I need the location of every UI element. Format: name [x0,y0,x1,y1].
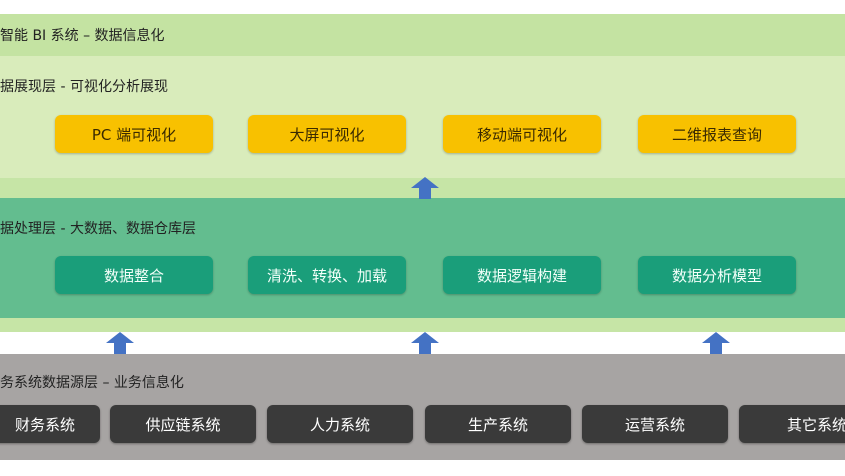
supply-chain-system-box: 供应链系统 [110,405,256,443]
source-layer-title: 务系统数据源层 – 业务信息化 [0,375,184,391]
up-arrow-icon [411,177,439,199]
source-layer: 务系统数据源层 – 业务信息化 财务系统 供应链系统 人力系统 生产系统 运营系… [0,354,845,460]
big-screen-visualization-box: 大屏可视化 [248,115,406,153]
up-arrow-icon [411,332,439,354]
data-logic-build-box: 数据逻辑构建 [443,256,601,294]
operations-system-box: 运营系统 [582,405,728,443]
report-query-box: 二维报表查询 [638,115,796,153]
data-integration-box: 数据整合 [55,256,213,294]
top-band-title: 智能 BI 系统 – 数据信息化 [0,28,165,44]
other-systems-box: 其它系统 [739,405,845,443]
etl-box: 清洗、转换、加载 [248,256,406,294]
presentation-layer: 据展现层 - 可视化分析展现 PC 端可视化 大屏可视化 移动端可视化 二维报表… [0,56,845,178]
hr-system-box: 人力系统 [267,405,413,443]
processing-layer-title: 据处理层 - 大数据、数据仓库层 [0,221,196,237]
gap-band-lower [0,318,845,332]
processing-layer: 据处理层 - 大数据、数据仓库层 数据整合 清洗、转换、加载 数据逻辑构建 数据… [0,198,845,318]
up-arrow-icon [702,332,730,354]
finance-system-box: 财务系统 [0,405,100,443]
data-analysis-model-box: 数据分析模型 [638,256,796,294]
production-system-box: 生产系统 [425,405,571,443]
top-band: 智能 BI 系统 – 数据信息化 [0,14,845,56]
up-arrow-icon [106,332,134,354]
presentation-layer-title: 据展现层 - 可视化分析展现 [0,79,168,95]
mobile-visualization-box: 移动端可视化 [443,115,601,153]
pc-visualization-box: PC 端可视化 [55,115,213,153]
